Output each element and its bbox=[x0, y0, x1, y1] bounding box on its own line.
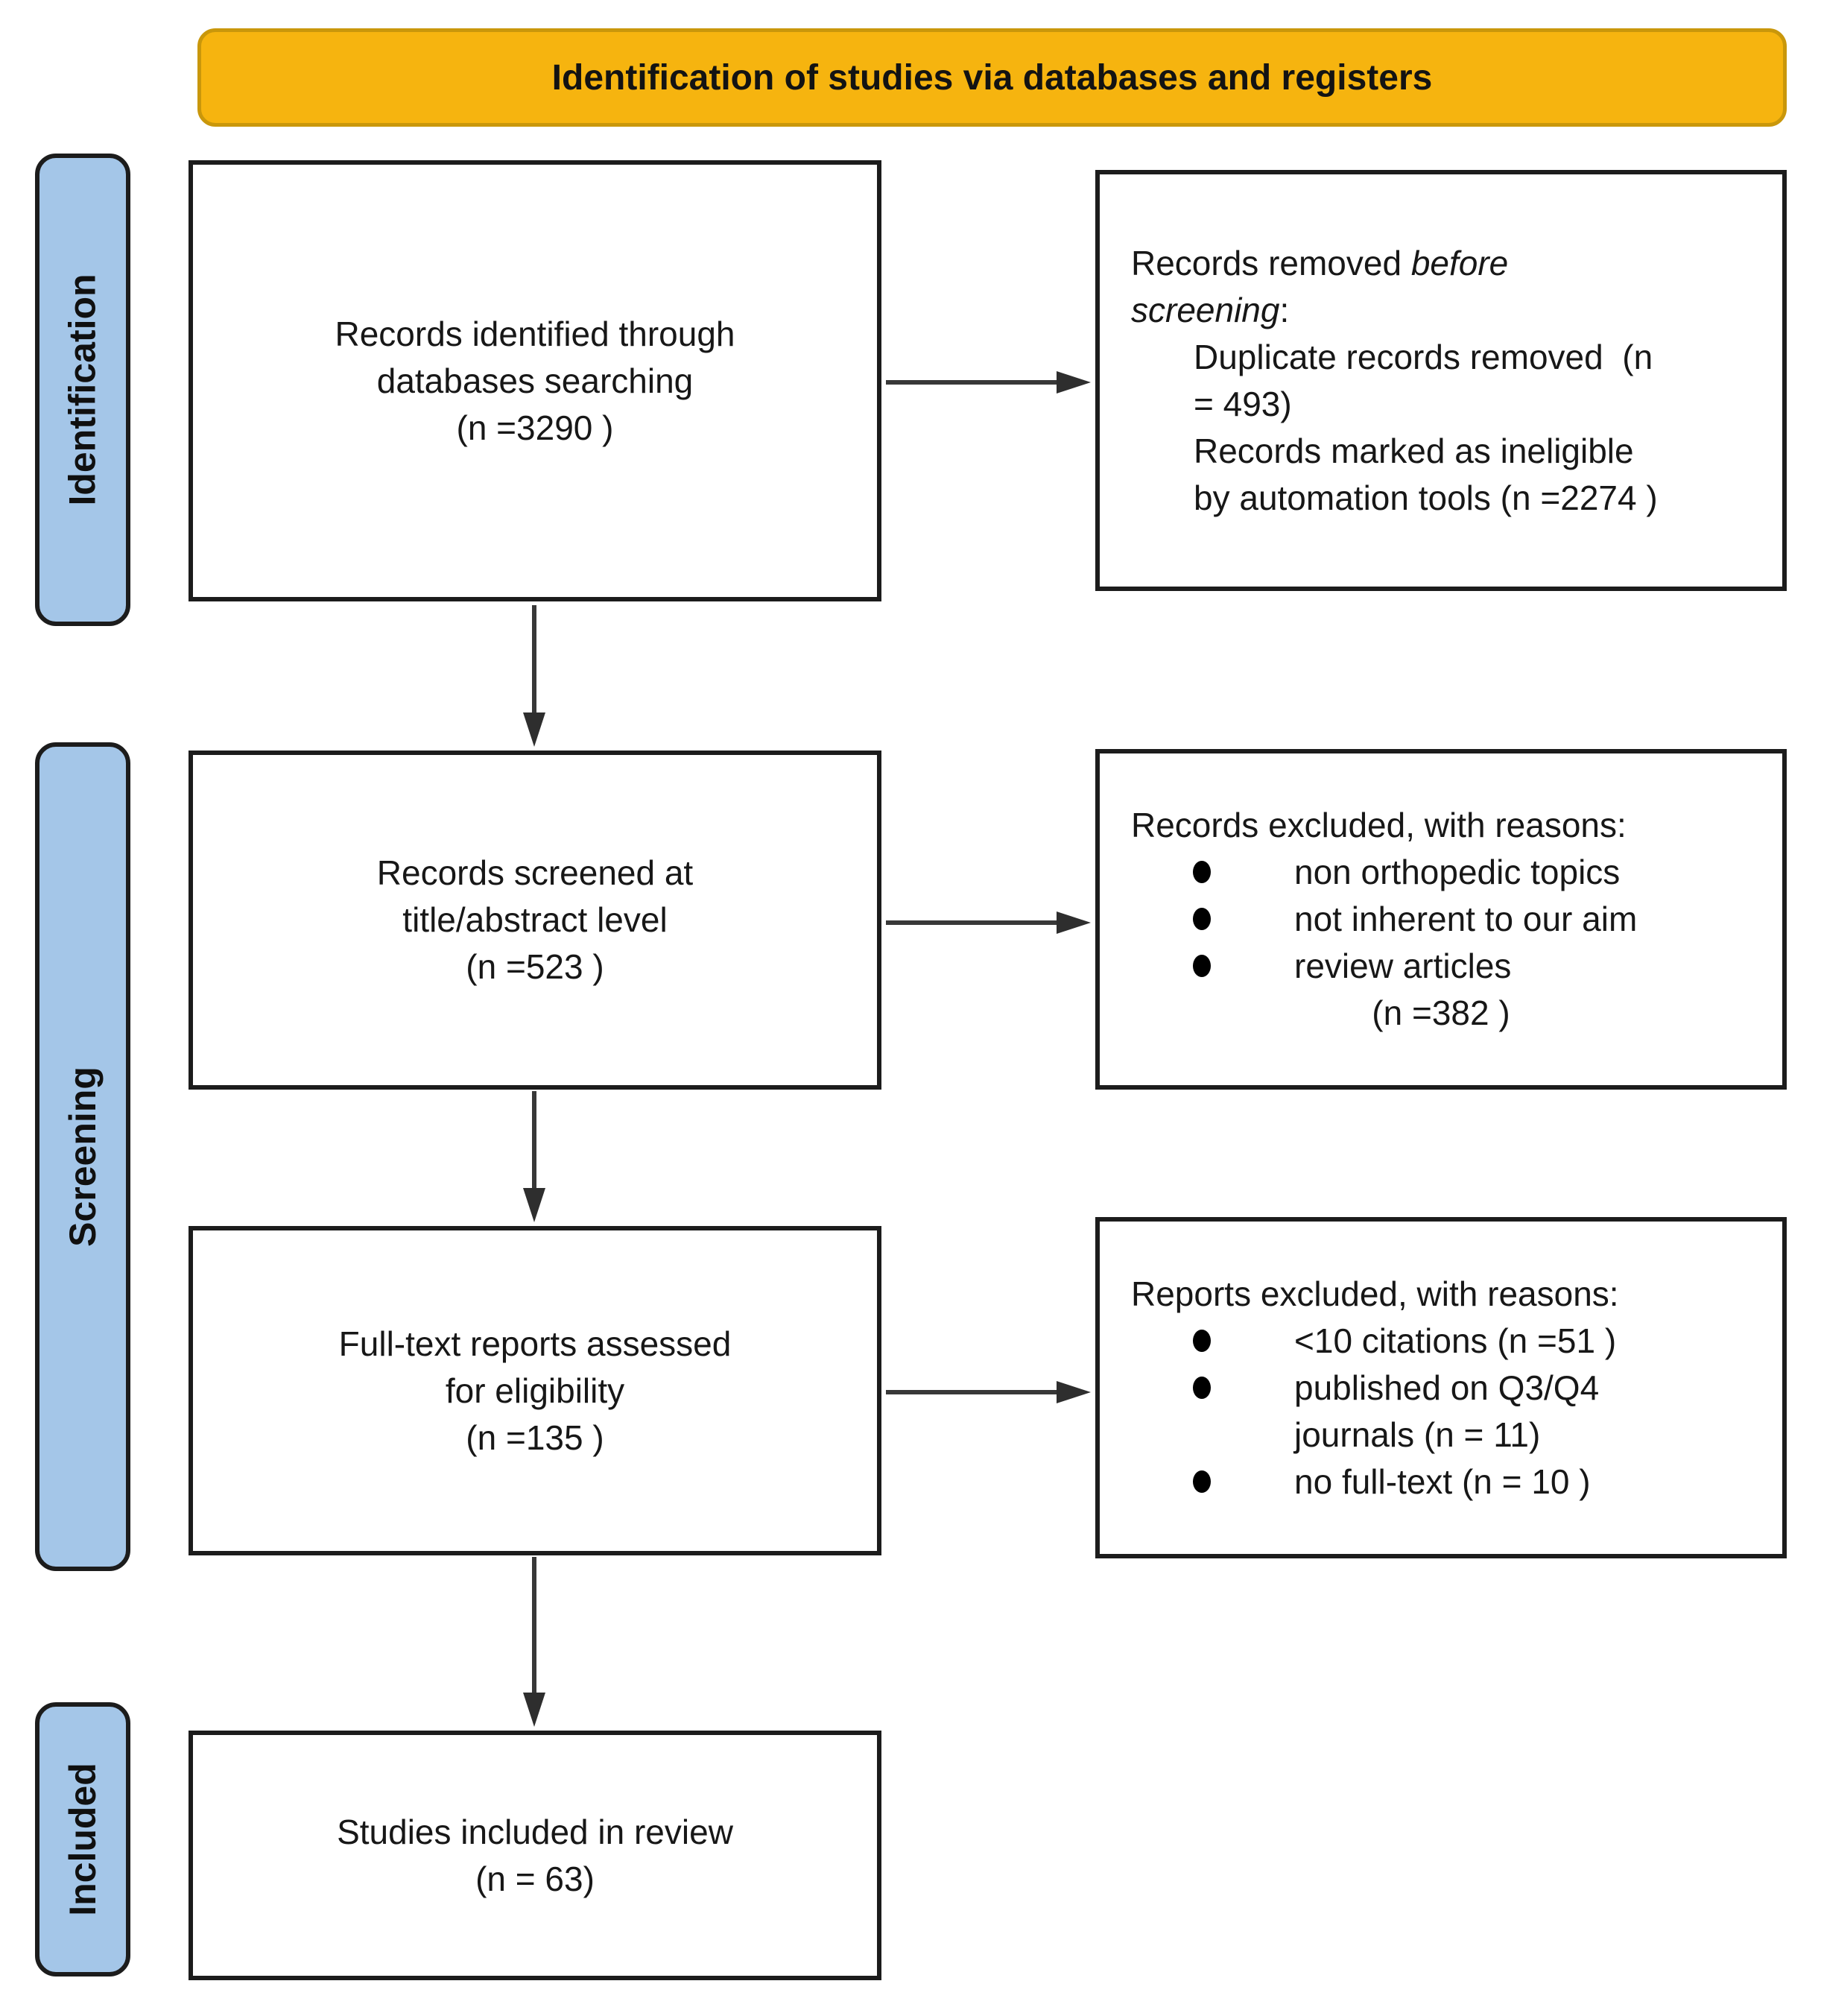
records-removed-colon: : bbox=[1279, 290, 1290, 329]
bullet-dot-icon bbox=[1193, 955, 1211, 977]
arrow-fulltext-to-excluded-head bbox=[1057, 1381, 1091, 1403]
stage-label-screening-text: Screening bbox=[62, 1067, 104, 1247]
stage-label-identification: Identification bbox=[35, 154, 130, 626]
box-studies-included-text: Studies included in review (n = 63) bbox=[337, 1812, 733, 1898]
banner-title: Identification of studies via databases … bbox=[197, 28, 1787, 127]
box-records-identified-text: Records identified through databases sea… bbox=[335, 314, 735, 447]
arrow-identified-to-screened-head bbox=[523, 712, 545, 747]
arrow-screened-to-fulltext-line bbox=[532, 1091, 536, 1191]
box-records-removed: Records removed before screening: Duplica… bbox=[1095, 170, 1787, 591]
reports-excluded-bullet-1-text: <10 citations (n =51 ) bbox=[1294, 1321, 1617, 1360]
reports-excluded-bullet-2: published on Q3/Q4 journals (n = 11) bbox=[1100, 1365, 1782, 1459]
bullet-dot-icon bbox=[1193, 1376, 1211, 1399]
records-removed-lead: Records removed bbox=[1131, 243, 1411, 282]
arrow-screened-to-excluded-line bbox=[886, 920, 1059, 925]
box-fulltext-assessed-text: Full-text reports assessed for eligibili… bbox=[338, 1324, 732, 1457]
bullet-dot-icon bbox=[1193, 861, 1211, 883]
box-records-screened: Records screened at title/abstract level… bbox=[189, 751, 881, 1090]
reports-excluded-bullet-2-text: published on Q3/Q4 journals (n = 11) bbox=[1294, 1368, 1600, 1454]
stage-label-included-text: Included bbox=[62, 1763, 104, 1916]
reports-excluded-bullet-3-text: no full-text (n = 10 ) bbox=[1294, 1462, 1591, 1501]
records-removed-italic-1: before bbox=[1410, 243, 1509, 282]
arrow-identified-to-screened-line bbox=[532, 605, 536, 715]
arrow-screened-to-excluded-head bbox=[1057, 911, 1091, 934]
records-removed-italic-2: screening bbox=[1131, 290, 1280, 329]
records-excluded-count: (n =382 ) bbox=[1372, 993, 1510, 1032]
box-records-identified: Records identified through databases sea… bbox=[189, 160, 881, 601]
records-excluded-bullet-1-text: non orthopedic topics bbox=[1294, 853, 1621, 891]
stage-label-screening: Screening bbox=[35, 742, 130, 1571]
reports-excluded-bullet-3: no full-text (n = 10 ) bbox=[1100, 1459, 1782, 1505]
box-records-screened-text: Records screened at title/abstract level… bbox=[376, 853, 694, 986]
bullet-dot-icon bbox=[1193, 908, 1211, 930]
records-excluded-header: Records excluded, with reasons: bbox=[1131, 806, 1627, 844]
arrow-screened-to-fulltext-head bbox=[523, 1188, 545, 1222]
arrow-identified-to-removed-head bbox=[1057, 371, 1091, 394]
reports-excluded-bullet-1: <10 citations (n =51 ) bbox=[1100, 1318, 1782, 1365]
records-excluded-bullet-2: not inherent to our aim bbox=[1100, 896, 1782, 943]
arrow-fulltext-to-included-line bbox=[532, 1557, 536, 1696]
arrow-fulltext-to-included-head bbox=[523, 1693, 545, 1727]
banner-title-text: Identification of studies via databases … bbox=[551, 57, 1433, 98]
bullet-dot-icon bbox=[1193, 1470, 1211, 1493]
reports-excluded-header: Reports excluded, with reasons: bbox=[1131, 1274, 1619, 1313]
box-reports-excluded: Reports excluded, with reasons: <10 cita… bbox=[1095, 1217, 1787, 1558]
box-records-excluded: Records excluded, with reasons: non orth… bbox=[1095, 749, 1787, 1090]
arrow-identified-to-removed-line bbox=[886, 380, 1059, 385]
stage-label-identification-text: Identification bbox=[62, 274, 104, 506]
records-excluded-bullet-3: review articles bbox=[1100, 943, 1782, 990]
stage-label-included: Included bbox=[35, 1702, 130, 1976]
records-excluded-bullet-1: non orthopedic topics bbox=[1100, 849, 1782, 896]
arrow-fulltext-to-excluded-line bbox=[886, 1390, 1059, 1394]
records-removed-item-automation: Records marked as ineligible by automati… bbox=[1194, 431, 1658, 517]
records-removed-item-duplicates: Duplicate records removed (n = 493) bbox=[1194, 337, 1653, 423]
records-excluded-bullet-3-text: review articles bbox=[1294, 947, 1512, 985]
bullet-dot-icon bbox=[1193, 1329, 1211, 1352]
box-studies-included: Studies included in review (n = 63) bbox=[189, 1731, 881, 1980]
records-removed-header: Records removed before screening: bbox=[1100, 240, 1782, 334]
records-excluded-bullet-2-text: not inherent to our aim bbox=[1294, 900, 1638, 938]
box-fulltext-assessed: Full-text reports assessed for eligibili… bbox=[189, 1226, 881, 1555]
